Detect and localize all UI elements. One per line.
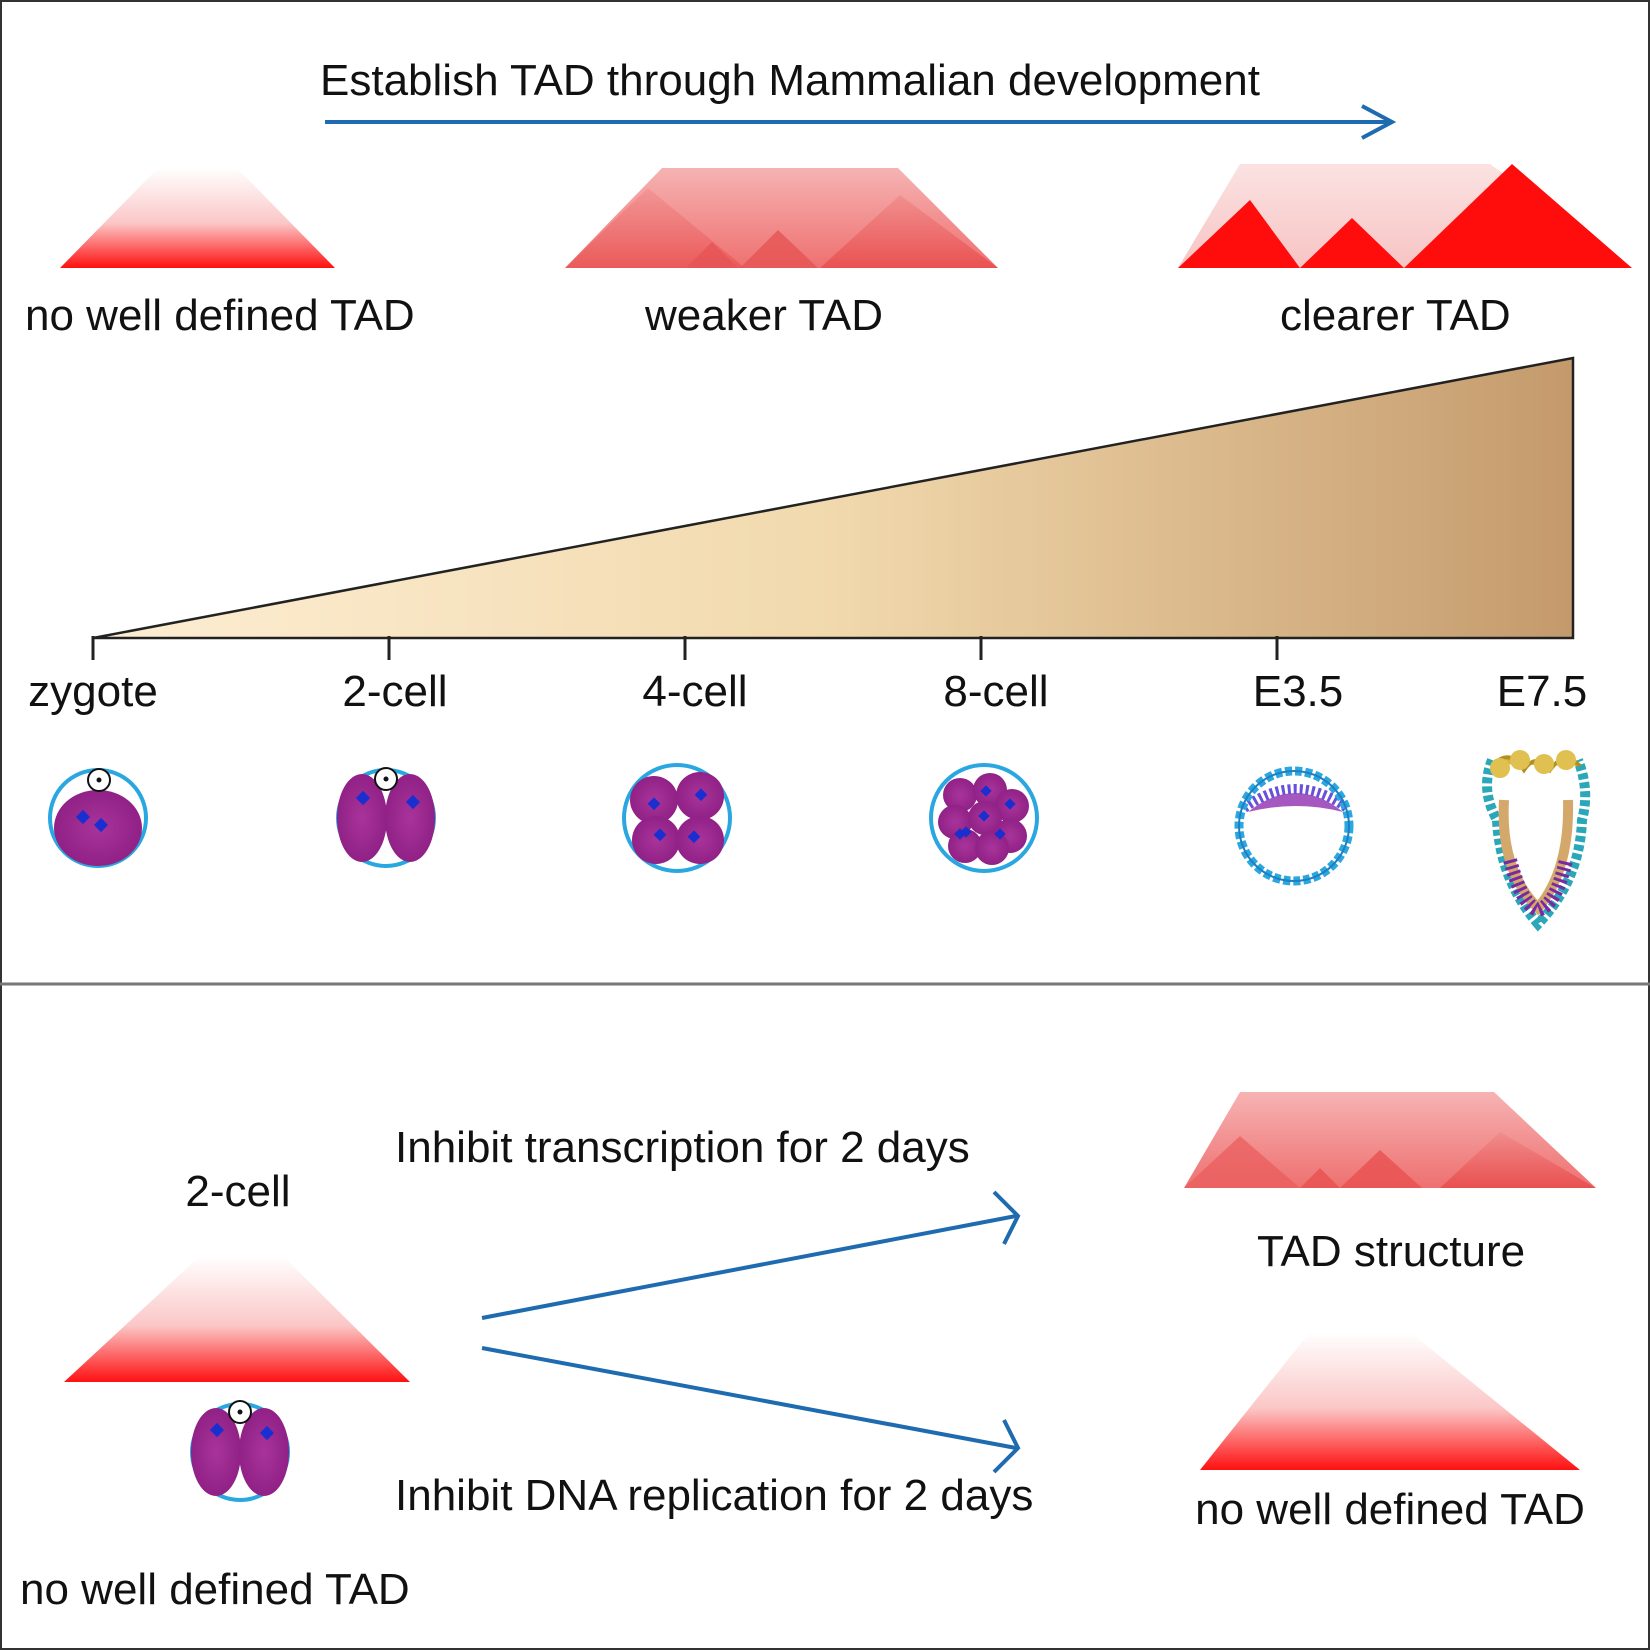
stage-label-4cell: 4-cell (642, 667, 747, 716)
development-arrow (325, 104, 1397, 140)
eight-cell-embryo-icon (929, 763, 1039, 873)
stage-label-2cell: 2-cell (342, 667, 447, 716)
treatment-arrow-replication (481, 1346, 1021, 1474)
stage-axis-ticks (91, 636, 1279, 660)
stage-label-zygote: zygote (28, 667, 158, 716)
result-replication-label: no well defined TAD (1195, 1485, 1585, 1534)
stage-label-8cell: 8-cell (943, 667, 1048, 716)
treatment-arrow-transcription (481, 1190, 1021, 1320)
bottom-start-tad-label: no well defined TAD (20, 1565, 410, 1614)
tad-map-none (60, 168, 335, 268)
result-tad-map-transcription (1184, 1092, 1596, 1188)
tad-label-clearer: clearer TAD (1280, 291, 1511, 340)
tad-map-clearer (1178, 164, 1632, 268)
e7-5-embryo-icon (1482, 750, 1591, 932)
tad-label-none: no well defined TAD (25, 291, 415, 340)
four-cell-embryo-icon (622, 763, 732, 873)
tad-strength-wedge (92, 356, 1575, 640)
treatment-transcription-label: Inhibit transcription for 2 days (395, 1123, 970, 1172)
result-transcription-label: TAD structure (1257, 1227, 1525, 1276)
bottom-start-stage-label: 2-cell (185, 1167, 290, 1216)
top-title: Establish TAD through Mammalian developm… (320, 56, 1260, 105)
zygote-embryo-icon (48, 768, 148, 868)
bottom-two-cell-embryo-icon (190, 1400, 290, 1502)
blastocyst-icon (1234, 766, 1354, 886)
tad-label-weaker: weaker TAD (644, 291, 883, 340)
two-cell-embryo-icon (336, 767, 436, 868)
stage-label-e3-5: E3.5 (1253, 667, 1344, 716)
treatment-replication-label: Inhibit DNA replication for 2 days (395, 1471, 1033, 1520)
stage-label-e7-5: E7.5 (1497, 667, 1588, 716)
bottom-tad-map-start (64, 1256, 410, 1382)
tad-map-weaker (565, 168, 998, 268)
result-tad-map-replication (1200, 1332, 1580, 1470)
